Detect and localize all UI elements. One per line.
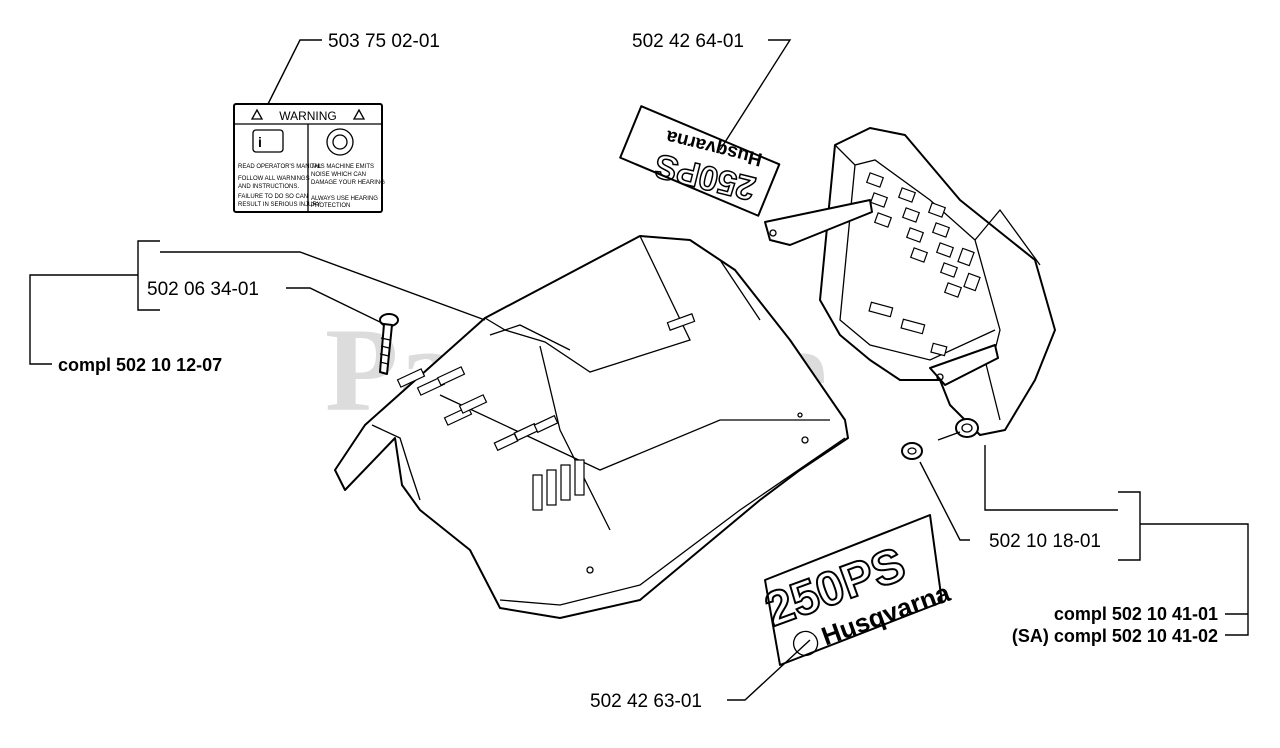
svg-text:NOISE WHICH CAN: NOISE WHICH CAN xyxy=(311,172,366,178)
svg-text:READ OPERATOR'S MANUAL: READ OPERATOR'S MANUAL xyxy=(238,164,322,170)
large-decal-part[interactable]: 250PS Husqvarna xyxy=(757,514,954,666)
warning-triangle-icon xyxy=(352,108,366,120)
svg-text:AND INSTRUCTIONS.: AND INSTRUCTIONS. xyxy=(238,184,299,190)
small-decal-part[interactable]: 250PS Husqvarna xyxy=(615,104,785,217)
manual-icon-glyph: i xyxy=(258,134,262,150)
callout-decal-large[interactable]: 502 42 63-01 xyxy=(590,691,702,712)
callout-muffler-kit-sa[interactable]: (SA) compl 502 10 41-02 xyxy=(1012,626,1218,646)
warning-right-text: THIS MACHINE EMITS NOISE WHICH CAN DAMAG… xyxy=(311,164,385,209)
callout-nut[interactable]: 502 10 18-01 xyxy=(989,531,1101,552)
svg-text:FOLLOW ALL WARNINGS: FOLLOW ALL WARNINGS xyxy=(238,176,310,182)
callout-cover-kit[interactable]: compl 502 10 12-07 xyxy=(58,355,222,375)
nut-part[interactable] xyxy=(901,442,923,460)
svg-text:ALWAYS USE HEARING: ALWAYS USE HEARING xyxy=(311,196,378,202)
manual-icon xyxy=(252,129,284,153)
callout-muffler-kit[interactable]: compl 502 10 41-01 xyxy=(1054,604,1218,624)
ear-protection-icon xyxy=(326,128,354,156)
svg-text:DAMAGE YOUR HEARING: DAMAGE YOUR HEARING xyxy=(311,180,385,186)
svg-text:FAILURE TO DO SO CAN: FAILURE TO DO SO CAN xyxy=(238,194,308,200)
svg-text:RESULT IN SERIOUS INJURY: RESULT IN SERIOUS INJURY xyxy=(238,202,321,208)
husqvarna-logo-icon xyxy=(792,630,819,657)
svg-text:PROTECTION: PROTECTION xyxy=(311,203,350,209)
screw-part[interactable] xyxy=(379,313,399,375)
cylinder-cover-part[interactable] xyxy=(334,235,849,619)
warning-label-part[interactable]: WARNING i READ OPERATOR'S MANUAL FOLLOW … xyxy=(233,103,385,213)
warning-left-text: READ OPERATOR'S MANUAL FOLLOW ALL WARNIN… xyxy=(238,164,322,208)
callout-screw[interactable]: 502 06 34-01 xyxy=(147,279,259,300)
callout-label-warning[interactable]: 503 75 02-01 xyxy=(328,31,440,52)
warning-label-header: WARNING xyxy=(279,109,337,123)
svg-text:THIS MACHINE EMITS: THIS MACHINE EMITS xyxy=(311,164,374,170)
cover-vents xyxy=(396,313,696,511)
warning-triangle-icon xyxy=(250,108,264,120)
muffler-guard-part[interactable] xyxy=(764,127,1056,438)
muffler-vents xyxy=(865,172,981,357)
leader-lines xyxy=(29,39,1249,701)
callout-decal-small[interactable]: 502 42 64-01 xyxy=(632,31,744,52)
